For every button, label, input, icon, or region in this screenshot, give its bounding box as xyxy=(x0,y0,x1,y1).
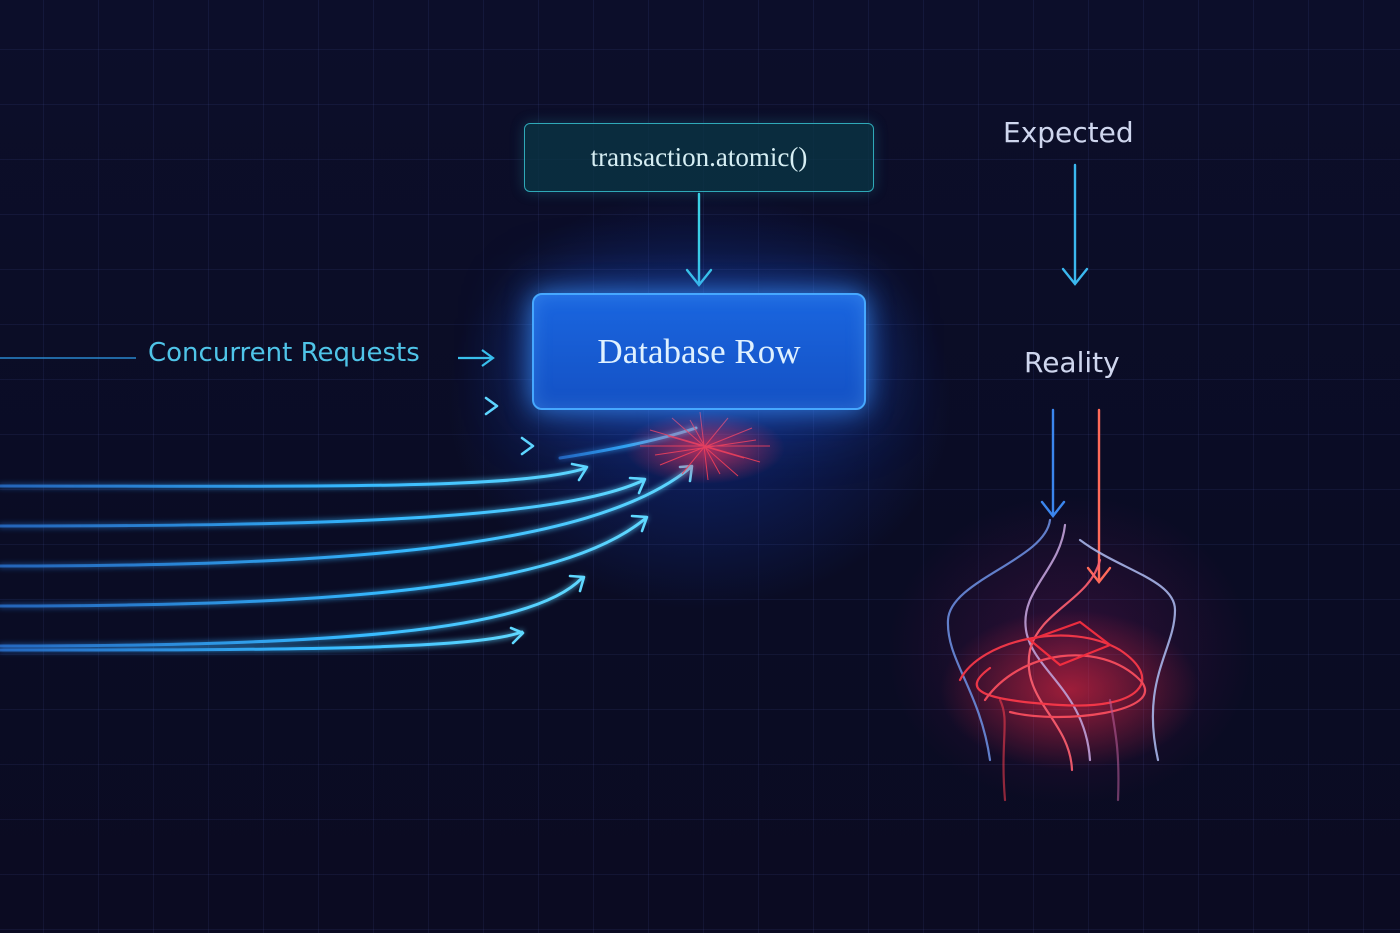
concurrent-label-arrow xyxy=(458,349,495,367)
request-line-7 xyxy=(0,576,584,648)
request-arrowheads xyxy=(484,396,694,645)
arrowhead-1 xyxy=(484,396,499,416)
collision-burst xyxy=(625,411,785,484)
concurrent-requests-label: Concurrent Requests xyxy=(148,338,420,368)
atomic-transaction-label: transaction.atomic() xyxy=(590,142,808,172)
request-line-3 xyxy=(0,466,588,488)
arrowhead-8 xyxy=(509,626,525,645)
arrowhead-7 xyxy=(568,574,586,593)
arrowhead-3 xyxy=(570,462,589,482)
arrowhead-4 xyxy=(628,476,647,495)
atomic-transaction-box: transaction.atomic() xyxy=(524,123,874,192)
arrowhead-2 xyxy=(520,436,535,456)
database-row-label: Database Row xyxy=(597,331,801,371)
request-line-5 xyxy=(0,466,692,568)
request-line-8 xyxy=(0,630,524,652)
expected-arrow xyxy=(1061,163,1089,286)
request-lines xyxy=(0,404,698,652)
reality-tangle xyxy=(940,518,1200,802)
reality-arrows xyxy=(1040,408,1112,584)
request-line-6 xyxy=(0,516,648,608)
database-row-box: Database Row xyxy=(532,293,866,410)
expected-label: Expected xyxy=(1003,116,1134,149)
arrowhead-6 xyxy=(630,514,649,533)
request-line-4 xyxy=(0,478,646,528)
reality-label: Reality xyxy=(1024,346,1120,379)
atomic-to-row-arrow xyxy=(685,192,713,287)
